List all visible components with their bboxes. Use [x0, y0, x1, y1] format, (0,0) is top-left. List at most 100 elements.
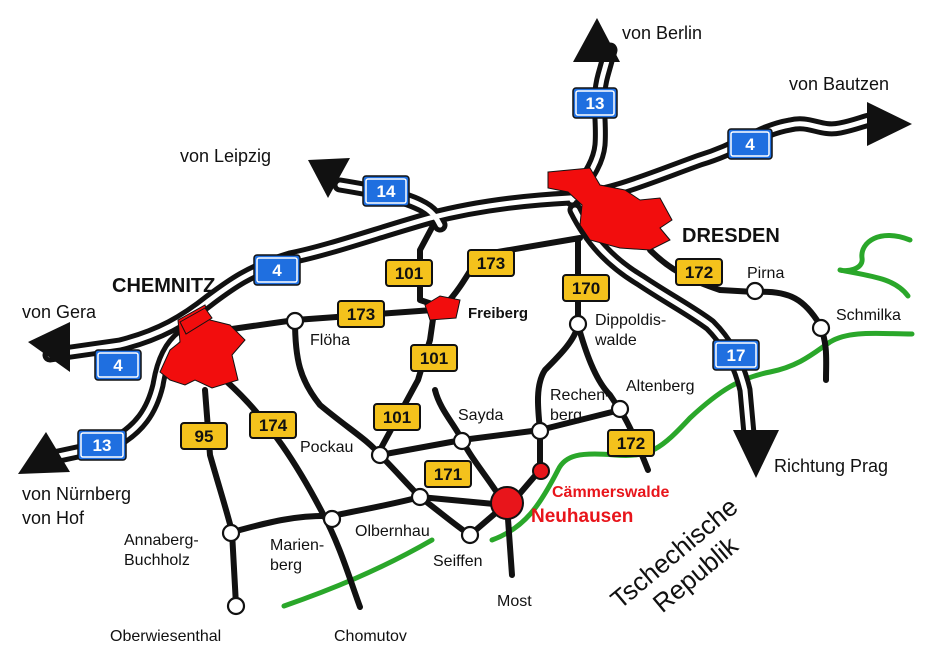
- arrow-leipzig: [308, 158, 350, 198]
- label-pirna: Pirna: [747, 265, 784, 282]
- svg-text:170: 170: [572, 279, 600, 298]
- label-von-nuernberg: von Nürnberg: [22, 484, 131, 504]
- shield-b171: 171: [424, 460, 472, 488]
- label-olbernhau: Olbernhau: [355, 523, 430, 540]
- svg-text:101: 101: [395, 264, 423, 283]
- cities: [159, 167, 673, 389]
- label-richtung-prag: Richtung Prag: [774, 456, 888, 476]
- label-neuhausen: Neuhausen: [531, 506, 633, 527]
- label-chemnitz: CHEMNITZ: [112, 275, 215, 297]
- arrow-gera: [28, 322, 70, 372]
- svg-text:13: 13: [586, 94, 605, 113]
- shield-b172-altenberg: 172: [607, 429, 655, 457]
- shield-a13-north: 13: [572, 87, 618, 119]
- label-caemmerswalde: Cämmerswalde: [552, 484, 669, 501]
- shield-a14: 14: [362, 175, 410, 207]
- marker-olbernhau: [410, 487, 430, 507]
- marker-annaberg: [221, 523, 241, 543]
- marker-seiffen: [460, 525, 480, 545]
- chemnitz-shape: [159, 304, 246, 389]
- autobahn-shields: 13 4 14 4 4 13 17: [77, 87, 773, 461]
- label-rechenberg-2: berg: [550, 407, 582, 424]
- shield-b170: 170: [562, 274, 610, 302]
- arrow-berlin: [573, 18, 620, 62]
- direction-arrows: [18, 18, 912, 478]
- label-von-gera: von Gera: [22, 302, 97, 322]
- svg-text:172: 172: [617, 434, 645, 453]
- marker-dippoldiswalde: [568, 314, 588, 334]
- shield-b174: 174: [249, 411, 297, 439]
- label-seiffen: Seiffen: [433, 553, 483, 570]
- road-b173-floeha: [222, 307, 436, 333]
- label-floeha: Flöha: [310, 332, 350, 349]
- dresden-shape: [547, 167, 673, 251]
- shield-a4-west: 4: [94, 349, 142, 381]
- arrow-bautzen: [867, 102, 912, 146]
- svg-text:173: 173: [347, 305, 375, 324]
- shield-b101-north: 101: [385, 259, 433, 287]
- label-annaberg-2: Buchholz: [124, 552, 190, 569]
- marker-schmilka: [811, 318, 831, 338]
- chemnitz-shape-2: [179, 307, 213, 335]
- marker-pirna: [745, 281, 765, 301]
- target-markers: [490, 462, 550, 520]
- svg-text:174: 174: [259, 416, 288, 435]
- shield-b95: 95: [180, 422, 228, 450]
- shield-a4-east: 4: [727, 128, 773, 160]
- label-marienberg-2: berg: [270, 557, 302, 574]
- marker-pockau: [370, 445, 390, 465]
- freiberg-shape: [424, 295, 461, 321]
- arrow-prag: [733, 430, 779, 478]
- label-dresden: DRESDEN: [682, 225, 780, 247]
- marker-oberwiesenthal: [226, 596, 246, 616]
- label-dippoldiswalde-2: walde: [594, 332, 637, 349]
- marker-caemmerswalde: [532, 462, 550, 480]
- marker-altenberg: [610, 399, 630, 419]
- label-pockau: Pockau: [300, 439, 353, 456]
- svg-text:173: 173: [477, 254, 505, 273]
- road-pockau-sayda: [377, 407, 623, 458]
- shield-b173-freiberg: 173: [467, 249, 515, 277]
- svg-text:4: 4: [113, 356, 123, 375]
- road-floeha-pockau: [292, 317, 383, 458]
- marker-sayda: [452, 431, 472, 451]
- label-marienberg-1: Marien-: [270, 537, 324, 554]
- label-von-bautzen: von Bautzen: [789, 74, 889, 94]
- shield-b173-floeha: 173: [337, 300, 385, 328]
- label-chomutov: Chomutov: [334, 628, 407, 645]
- svg-text:4: 4: [272, 261, 282, 280]
- arrow-nuernberg: [18, 432, 70, 474]
- road-b170: [535, 237, 581, 433]
- svg-text:95: 95: [195, 427, 214, 446]
- target-labels: Cämmerswalde Neuhausen: [531, 484, 669, 527]
- national-border: [281, 233, 915, 609]
- marker-rechenberg: [530, 421, 550, 441]
- city-labels: DRESDEN CHEMNITZ Freiberg: [112, 225, 780, 322]
- shield-a17: 17: [712, 339, 760, 371]
- label-dippoldiswalde-1: Dippoldis-: [595, 312, 666, 329]
- label-altenberg: Altenberg: [626, 378, 695, 395]
- svg-text:172: 172: [685, 263, 713, 282]
- label-annaberg-1: Annaberg-: [124, 532, 199, 549]
- marker-neuhausen: [490, 486, 524, 520]
- svg-text:4: 4: [745, 135, 755, 154]
- shield-a4-mid: 4: [253, 254, 301, 286]
- bundesstrasse-shields: 101 173 173 170 172 101 101 171: [180, 249, 723, 488]
- label-von-leipzig: von Leipzig: [180, 146, 271, 166]
- svg-text:17: 17: [727, 346, 746, 365]
- label-schmilka: Schmilka: [836, 307, 901, 324]
- place-labels: Pirna Schmilka Flöha Dippoldis- walde Al…: [110, 265, 901, 645]
- shield-a13-south: 13: [77, 429, 127, 461]
- label-freiberg: Freiberg: [468, 305, 528, 322]
- svg-text:101: 101: [383, 408, 411, 427]
- label-rechenberg-1: Rechen-: [550, 387, 610, 404]
- label-von-hof: von Hof: [22, 508, 85, 528]
- svg-text:171: 171: [434, 465, 462, 484]
- label-most: Most: [497, 593, 532, 610]
- place-markers: [221, 281, 831, 616]
- svg-text:14: 14: [377, 182, 396, 201]
- svg-text:101: 101: [420, 349, 448, 368]
- shield-b101-south: 101: [373, 403, 421, 431]
- shield-b172-pirna: 172: [675, 258, 723, 286]
